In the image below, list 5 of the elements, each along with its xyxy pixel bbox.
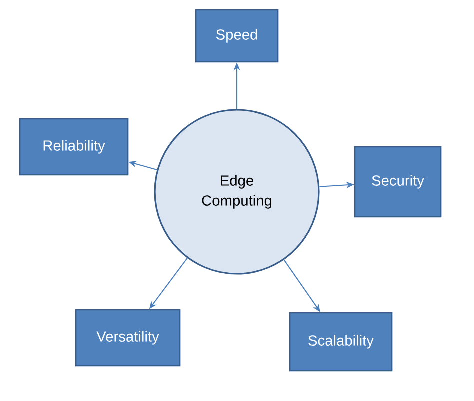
feature-box: Speed <box>195 9 279 63</box>
feature-box: Versatility <box>75 309 181 367</box>
feature-box: Scalability <box>289 312 393 372</box>
feature-box: Security <box>354 146 442 218</box>
feature-box: Reliability <box>19 118 129 176</box>
